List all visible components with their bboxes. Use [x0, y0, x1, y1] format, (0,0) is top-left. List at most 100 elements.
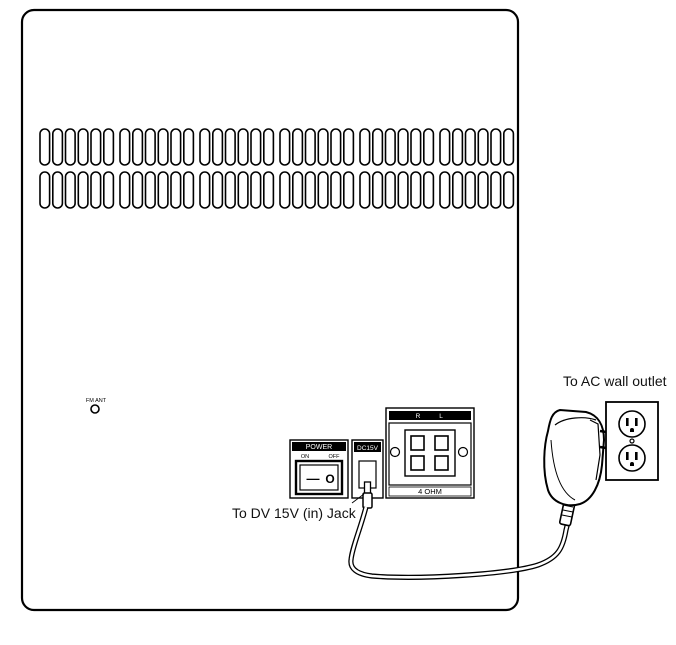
- vent-slot: [262, 171, 275, 209]
- power-cable: [349, 506, 570, 579]
- vent-slot: [422, 171, 435, 209]
- vent-slot: [342, 128, 355, 166]
- vent-slot: [39, 128, 51, 166]
- vent-slot: [212, 171, 224, 209]
- vent-slot: [359, 171, 371, 209]
- vent-slot: [490, 171, 502, 209]
- vent-slot: [317, 128, 329, 166]
- vent-slot: [77, 171, 89, 209]
- vent-slot: [502, 171, 515, 209]
- vent-slot: [464, 128, 476, 166]
- vent-slot: [262, 128, 275, 166]
- vent-slot: [422, 128, 435, 166]
- speaker-screw-left: [389, 446, 401, 458]
- vent-slot: [183, 171, 195, 209]
- dc-jack-label-bar: [354, 442, 381, 452]
- vent-slot: [77, 128, 89, 166]
- vent-slot: [132, 128, 144, 166]
- speaker-left-label: L: [439, 413, 443, 420]
- vent-slot: [103, 171, 115, 209]
- power-rocker-switch[interactable]: [299, 464, 339, 491]
- vent-slot: [490, 128, 502, 166]
- speaker-terminal-r-negative[interactable]: [410, 455, 425, 471]
- vent-slot: [384, 171, 396, 209]
- fm-antenna-label: FM ANT: [86, 398, 107, 404]
- vent-slot: [330, 128, 342, 166]
- vent-slot: [51, 128, 64, 166]
- vent-slot: [144, 128, 156, 166]
- vent-slot: [451, 171, 464, 209]
- vent-slot: [157, 128, 169, 166]
- vent-slot: [144, 171, 156, 209]
- vent-slot: [64, 128, 76, 166]
- speaker-terminal-r-positive[interactable]: [410, 435, 425, 451]
- power-on-label: ON: [301, 454, 309, 460]
- vent-slot: [279, 171, 291, 209]
- vent-slot: [291, 128, 304, 166]
- vent-slot: [384, 128, 396, 166]
- dc-jack-label: DC15V: [357, 445, 379, 452]
- vent-slot: [279, 128, 291, 166]
- dc-plug: [362, 481, 373, 509]
- vent-slot: [359, 128, 371, 166]
- ac-adapter: [543, 408, 614, 507]
- vent-slot: [170, 171, 182, 209]
- vent-slot: [212, 128, 224, 166]
- vent-slot: [157, 171, 169, 209]
- fm-antenna-socket[interactable]: [90, 404, 100, 414]
- vent-slot: [477, 171, 489, 209]
- vent-slot: [64, 171, 76, 209]
- vent-slot: [410, 171, 422, 209]
- power-switch-module: POWER ON OFF — O: [289, 439, 349, 499]
- vent-slot: [170, 128, 182, 166]
- vent-slot: [304, 171, 316, 209]
- power-switch-dash: —: [307, 471, 320, 486]
- vent-slot: [464, 171, 476, 209]
- speaker-right-label: R: [416, 413, 421, 420]
- speaker-terminal-module: R L 4 OHM: [385, 407, 475, 499]
- vent-slot: [477, 128, 489, 166]
- vent-slot: [451, 128, 464, 166]
- fm-antenna-jack[interactable]: FM ANT: [86, 398, 107, 414]
- vent-slot: [183, 128, 195, 166]
- vent-slot: [250, 128, 262, 166]
- vent-slot: [371, 128, 384, 166]
- outlet-receptacle-top[interactable]: [618, 410, 646, 438]
- impedance-label-bar: [388, 486, 472, 497]
- dc-plug-tip: [363, 481, 372, 495]
- power-label: POWER: [306, 444, 332, 451]
- vent-slot: [90, 128, 102, 166]
- ac-wall-outlet: [605, 401, 659, 481]
- ac-outlet-callout: To AC wall outlet: [563, 373, 667, 389]
- vent-slot: [250, 171, 262, 209]
- vent-slot: [132, 171, 144, 209]
- vent-slot: [237, 128, 249, 166]
- speaker-terminal-l-positive[interactable]: [434, 435, 449, 451]
- speaker-label-bar: [389, 411, 471, 420]
- vent-slot: [199, 128, 211, 166]
- speaker-screw-right: [457, 446, 469, 458]
- vent-slot: [304, 128, 316, 166]
- vent-slot: [291, 171, 304, 209]
- impedance-label: 4 OHM: [418, 487, 442, 496]
- vent-slot: [199, 171, 211, 209]
- vent-slot: [410, 128, 422, 166]
- vent-slot: [224, 171, 236, 209]
- vent-slot: [237, 171, 249, 209]
- power-switch-o: O: [325, 472, 334, 486]
- dc-plug-body: [362, 492, 373, 509]
- outlet-center-screw: [629, 438, 635, 444]
- vent-slot: [397, 171, 409, 209]
- vent-slot: [439, 128, 451, 166]
- vent-slot: [119, 171, 131, 209]
- ventilation-slots: [39, 128, 515, 209]
- vent-slot: [342, 171, 355, 209]
- speaker-terminal-l-negative[interactable]: [434, 455, 449, 471]
- vent-slot: [103, 128, 115, 166]
- vent-slot: [502, 128, 515, 166]
- outlet-receptacle-bottom[interactable]: [618, 444, 646, 472]
- vent-slot: [439, 171, 451, 209]
- vent-slot: [371, 171, 384, 209]
- vent-slot: [330, 171, 342, 209]
